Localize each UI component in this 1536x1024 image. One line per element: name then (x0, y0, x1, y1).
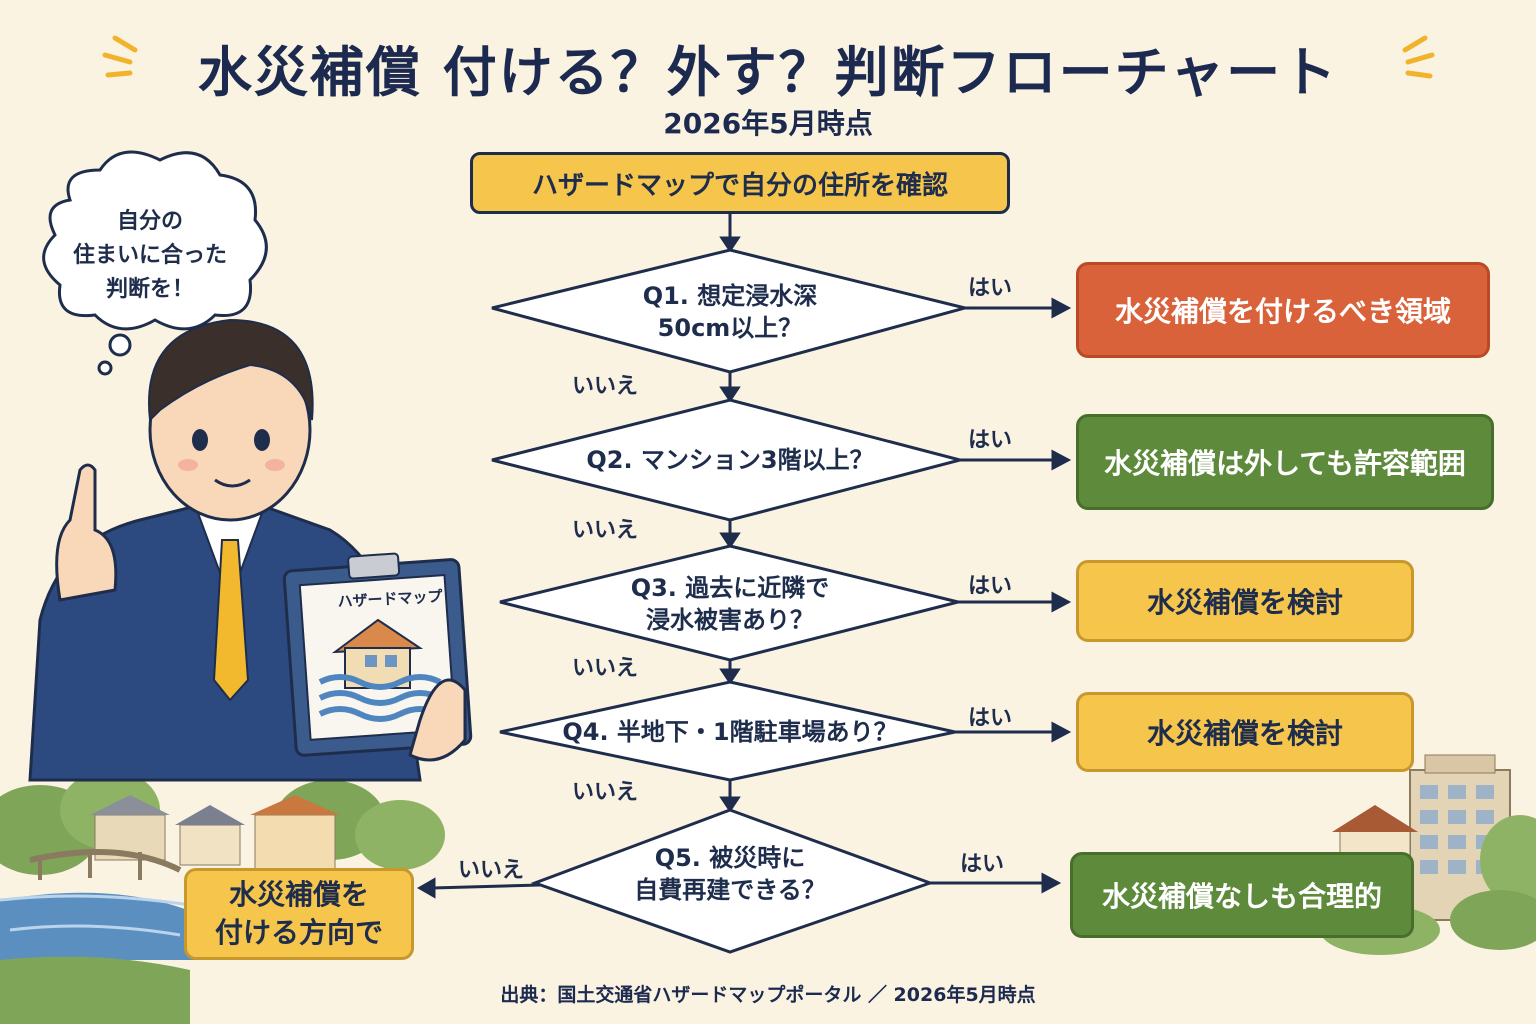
no-label-q2: いいえ (572, 518, 639, 543)
page-subtitle: 2026年5月時点 (663, 107, 873, 140)
source-footer: 出典：国土交通省ハザードマップポータル ／ 2026年5月時点 (500, 984, 1036, 1006)
result-q1-yes: 水災補償を付けるべき領域 (1076, 262, 1490, 358)
yes-label-q5: はい (960, 852, 1005, 877)
question-q5: Q5. 被災時に 自費再建できる？ (634, 844, 826, 904)
businessman-hand (408, 678, 467, 762)
no-label-q5: いいえ (458, 858, 525, 883)
decision-q2 (491, 398, 966, 522)
decision-q3 (499, 544, 959, 662)
yes-label-q2: はい (968, 428, 1013, 453)
result-q5-no: 水災補償を 付ける方向で (184, 868, 414, 960)
sparkle-icon (102, 35, 1435, 79)
result-q2-yes: 水災補償は外しても許容範囲 (1076, 414, 1494, 510)
decision-q5 (530, 808, 935, 954)
thought-bubble-icon (42, 150, 268, 376)
start-step: ハザードマップで自分の住所を確認 (470, 152, 1010, 214)
decision-q1 (491, 248, 971, 374)
no-label-q3: いいえ (572, 656, 639, 681)
yes-label-q3: はい (968, 574, 1013, 599)
house-flood-icon (318, 618, 442, 722)
question-q4: Q4. 半地下・1階駐車場あり？ (562, 718, 898, 746)
left-scenery (0, 770, 445, 1024)
yes-label-q1: はい (968, 276, 1013, 301)
page-title: 水災補償 付ける？外す？判断フローチャート (197, 41, 1339, 104)
thought-bubble-text: 自分の 住まいに合った 判断を！ (72, 209, 227, 302)
no-label-q1: いいえ (572, 374, 639, 399)
question-q3: Q3. 過去に近隣で 浸水被害あり？ (630, 574, 830, 634)
question-q2: Q2. マンション3階以上？ (586, 446, 874, 474)
question-q1: Q1. 想定浸水深 50cm以上？ (642, 282, 818, 342)
decision-q4 (499, 680, 956, 782)
result-q3-yes: 水災補償を検討 (1076, 560, 1414, 642)
result-q4-yes: 水災補償を検討 (1076, 692, 1414, 772)
no-label-q4: いいえ (572, 780, 639, 805)
result-q5-yes: 水災補償なしも合理的 (1070, 852, 1414, 938)
flow-connectors (416, 214, 1072, 899)
yes-label-q4: はい (968, 706, 1013, 731)
